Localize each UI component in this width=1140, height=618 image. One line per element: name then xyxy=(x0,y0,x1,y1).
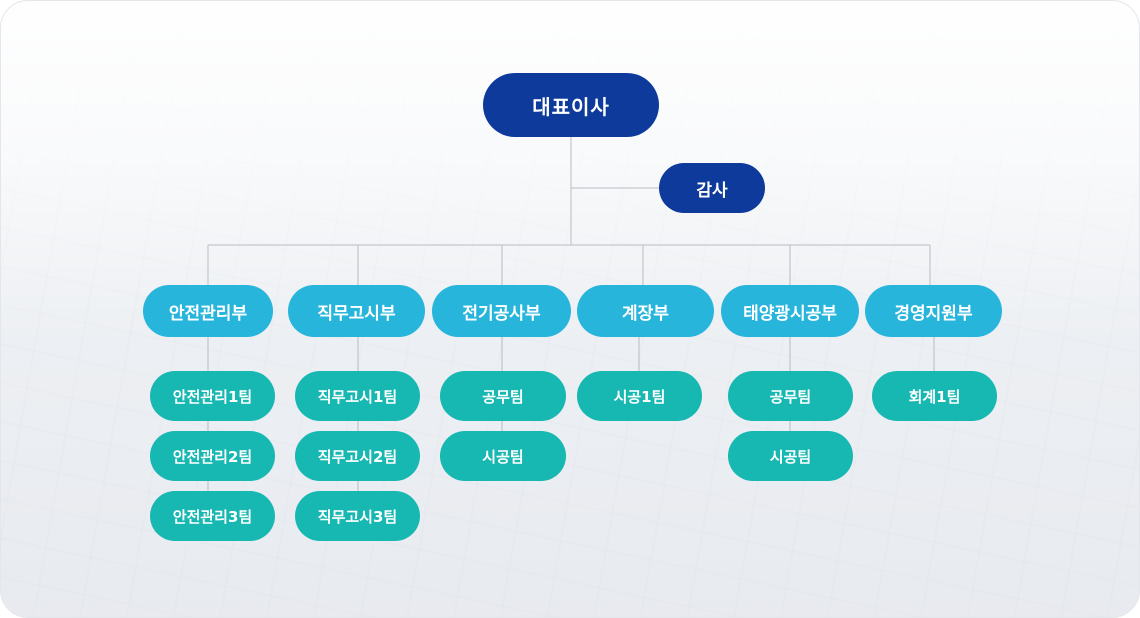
team-node: 직무고시3팀 xyxy=(295,491,420,541)
dept-job-notice: 직무고시부 xyxy=(288,285,425,337)
team-node: 시공팀 xyxy=(440,431,566,481)
team-node: 회계1팀 xyxy=(872,371,997,421)
team-node: 안전관리3팀 xyxy=(150,491,275,541)
audit-node: 감사 xyxy=(659,163,765,213)
team-node: 직무고시2팀 xyxy=(295,431,420,481)
team-node: 시공팀 xyxy=(728,431,853,481)
ceo-node: 대표이사 xyxy=(483,73,659,137)
team-node: 공무팀 xyxy=(440,371,566,421)
team-node: 안전관리2팀 xyxy=(150,431,275,481)
dept-safety-management: 안전관리부 xyxy=(143,285,273,337)
dept-instrumentation: 계장부 xyxy=(577,285,714,337)
dept-electrical-construction: 전기공사부 xyxy=(432,285,571,337)
team-node: 시공1팀 xyxy=(577,371,702,421)
team-node: 직무고시1팀 xyxy=(295,371,420,421)
dept-management-support: 경영지원부 xyxy=(865,285,1002,337)
dept-solar-construction: 태양광시공부 xyxy=(721,285,859,337)
team-node: 공무팀 xyxy=(728,371,853,421)
team-node: 안전관리1팀 xyxy=(150,371,275,421)
